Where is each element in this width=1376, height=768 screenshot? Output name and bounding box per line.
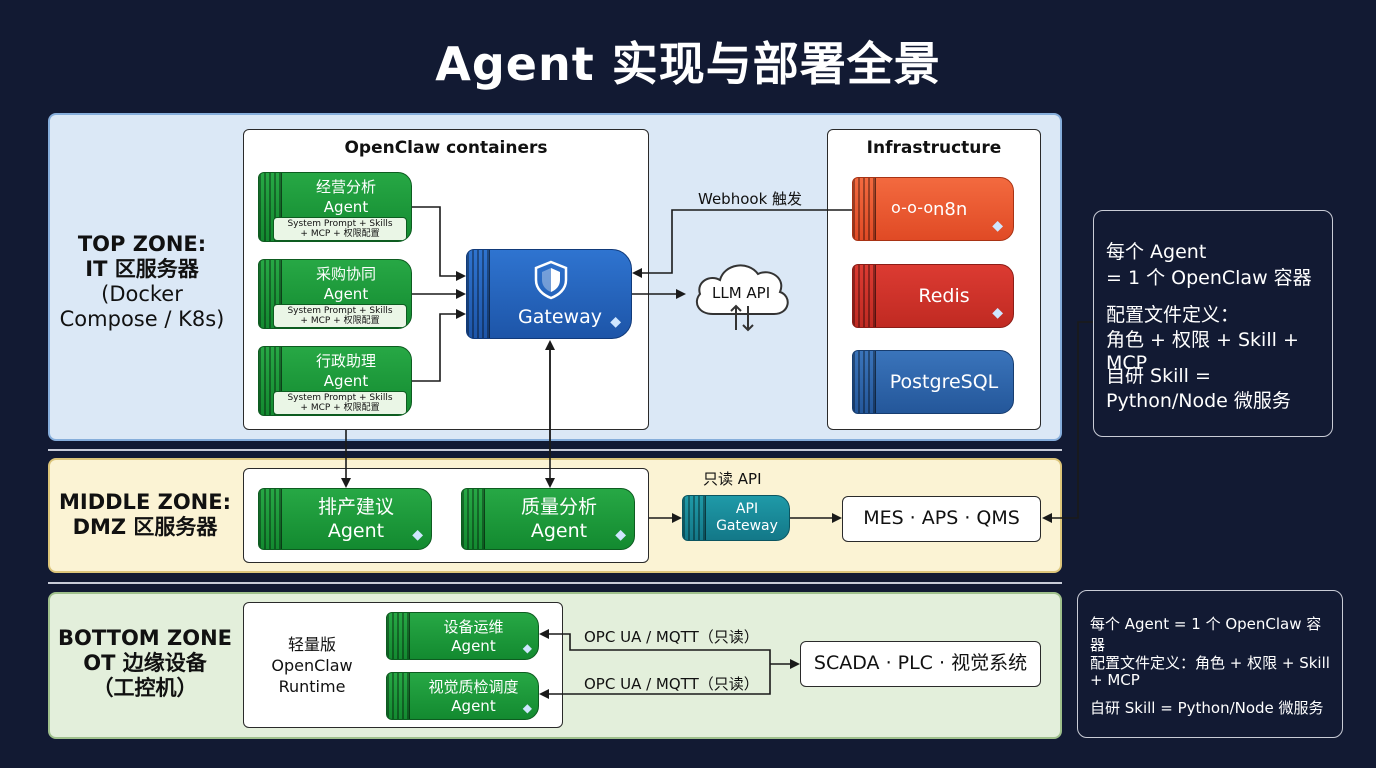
- ot-to-agent-arrow: [539, 629, 771, 664]
- webhook-label: Webhook 触发: [698, 190, 803, 208]
- note-pointer-arrow: [1042, 321, 1093, 523]
- n8n-container[interactable]: o-o-o n8n ◆: [852, 177, 1014, 241]
- agent-config-line: System Prompt + Skills: [287, 219, 393, 229]
- docker-icon: ◆: [610, 314, 621, 330]
- agent-name: 采购协同: [315, 265, 376, 283]
- edge-runtime-line: 轻量版: [287, 635, 336, 654]
- agent-name: 经营分析: [315, 178, 376, 196]
- agent-name: 排产建议: [317, 496, 394, 518]
- scada-plc-vision-box[interactable]: SCADA · PLC · 视觉系统: [800, 641, 1041, 687]
- webhook-arrow: [632, 209, 852, 278]
- note-line: 配置文件定义：: [1106, 304, 1240, 326]
- agent-config-line: + MCP + 权限配置: [300, 229, 380, 239]
- agent-to-gateway-arrow: [412, 206, 466, 281]
- top-zone-title: TOP ZONE:: [77, 232, 207, 256]
- page-title: Agent 实现与部署全景: [435, 37, 941, 91]
- shield-icon: [534, 260, 568, 300]
- n8n-label: n8n: [933, 199, 968, 220]
- agent-config: System Prompt + Skills + MCP + 权限配置: [273, 217, 407, 241]
- agent-name: 设备运维: [443, 618, 504, 636]
- api-gateway-label: API: [735, 501, 759, 517]
- readonly-api-label: 只读 API: [703, 470, 762, 488]
- note-line: 自研 Skill = Python/Node 微服务: [1090, 699, 1324, 717]
- api-gateway-label: Gateway: [716, 518, 778, 534]
- agent-config-line: System Prompt + Skills: [287, 306, 393, 316]
- llm-api-label: LLM API: [712, 284, 771, 302]
- agent-name: 质量分析: [520, 496, 597, 518]
- middle-zone-subtitle: DMZ 区服务器: [72, 515, 218, 539]
- edge-runtime-label: 轻量版 OpenClaw Runtime: [256, 634, 368, 697]
- protocol-label: OPC UA / MQTT（只读）: [584, 675, 759, 693]
- agent-container[interactable]: 质量分析 Agent ◆: [461, 488, 635, 550]
- agent-name: 视觉质检调度: [428, 678, 519, 696]
- api-gateway-container[interactable]: API Gateway: [682, 495, 790, 541]
- protocol-label: OPC UA / MQTT（只读）: [584, 628, 759, 646]
- top-zone-note: Compose / K8s): [59, 307, 225, 331]
- note-line: 配置文件定义：角色 + 权限 + Skill: [1090, 654, 1330, 672]
- note-line: 每个 Agent: [1106, 241, 1207, 263]
- agent-container[interactable]: 采购协同 Agent System Prompt + Skills + MCP …: [258, 259, 412, 329]
- agent-role: Agent: [451, 697, 496, 715]
- agent-config-line: + MCP + 权限配置: [300, 316, 380, 326]
- bottom-zone-subtitle: OT 边缘设备: [83, 651, 207, 675]
- top-zone-subtitle: IT 区服务器: [85, 257, 199, 281]
- agent-container[interactable]: 排产建议 Agent ◆: [258, 488, 432, 550]
- gateway-container[interactable]: Gateway ◆: [466, 249, 632, 339]
- mes-aps-qms-box[interactable]: MES · APS · QMS: [842, 496, 1041, 542]
- agent-name: 行政助理: [315, 352, 376, 370]
- note-line: 自研 Skill =: [1106, 365, 1211, 387]
- docker-icon: ◆: [412, 527, 423, 543]
- agent-role: Agent: [451, 637, 496, 655]
- agent-role: Agent: [323, 198, 369, 216]
- note-line: + MCP: [1090, 671, 1140, 689]
- agent-to-gateway-arrow: [412, 309, 466, 382]
- n8n-icon: o-o-o: [891, 198, 934, 217]
- top-zone-note: (Docker: [101, 282, 183, 306]
- edge-runtime-line: Runtime: [278, 677, 346, 696]
- docker-icon: ◆: [615, 527, 626, 543]
- agent-role: Agent: [323, 285, 369, 303]
- agent-role: Agent: [327, 520, 385, 542]
- redis-label: Redis: [918, 285, 970, 307]
- agent-config: System Prompt + Skills + MCP + 权限配置: [273, 304, 407, 328]
- agent-container[interactable]: 设备运维 Agent ◆: [386, 612, 539, 660]
- bottom-zone-note: （工控机）: [92, 676, 198, 700]
- infrastructure-title: Infrastructure: [866, 138, 1002, 158]
- agent-container[interactable]: 行政助理 Agent System Prompt + Skills + MCP …: [258, 346, 412, 416]
- docker-icon: ◆: [992, 305, 1003, 321]
- redis-container[interactable]: Redis ◆: [852, 264, 1014, 328]
- docker-icon: ◆: [522, 701, 532, 715]
- note-line: Python/Node 微服务: [1106, 390, 1291, 412]
- postgresql-label: PostgreSQL: [889, 371, 999, 393]
- cloud-icon: [695, 264, 789, 332]
- zone-divider: [48, 582, 1062, 584]
- docker-icon: ◆: [522, 641, 532, 655]
- agent-role: Agent: [530, 520, 588, 542]
- ot-to-agent-arrow: [539, 664, 771, 699]
- agent-role: Agent: [323, 372, 369, 390]
- agent-container[interactable]: 视觉质检调度 Agent ◆: [386, 672, 539, 720]
- agent-container[interactable]: 经营分析 Agent System Prompt + Skills + MCP …: [258, 172, 412, 242]
- note-line: = 1 个 OpenClaw 容器: [1106, 267, 1312, 289]
- docker-icon: ◆: [992, 218, 1003, 234]
- agent-config-line: System Prompt + Skills: [287, 393, 393, 403]
- postgresql-container[interactable]: PostgreSQL: [852, 350, 1014, 414]
- gateway-label: Gateway: [518, 306, 602, 328]
- bottom-zone-title: BOTTOM ZONE: [57, 626, 233, 650]
- top-zone-label: TOP ZONE: IT 区服务器 (Docker Compose / K8s): [56, 232, 228, 332]
- note-top: 每个 Agent = 1 个 OpenClaw 容器 配置文件定义： 角色 + …: [1093, 210, 1333, 437]
- edge-runtime-line: OpenClaw: [271, 656, 353, 675]
- agent-config-line: + MCP + 权限配置: [300, 403, 380, 413]
- middle-zone-title: MIDDLE ZONE:: [58, 490, 231, 514]
- openclaw-panel-title: OpenClaw containers: [344, 138, 548, 158]
- note-bottom: 每个 Agent = 1 个 OpenClaw 容器 配置文件定义：角色 + 权…: [1077, 590, 1343, 738]
- note-line: 角色 + 权限 + Skill + MCP: [1106, 329, 1299, 374]
- zone-divider: [48, 449, 1062, 451]
- note-line: 每个 Agent = 1 个 OpenClaw 容器: [1090, 615, 1322, 654]
- agent-config: System Prompt + Skills + MCP + 权限配置: [273, 391, 407, 415]
- middle-zone-label: MIDDLE ZONE: DMZ 区服务器: [56, 490, 234, 540]
- bottom-zone-label: BOTTOM ZONE OT 边缘设备 （工控机）: [56, 626, 234, 701]
